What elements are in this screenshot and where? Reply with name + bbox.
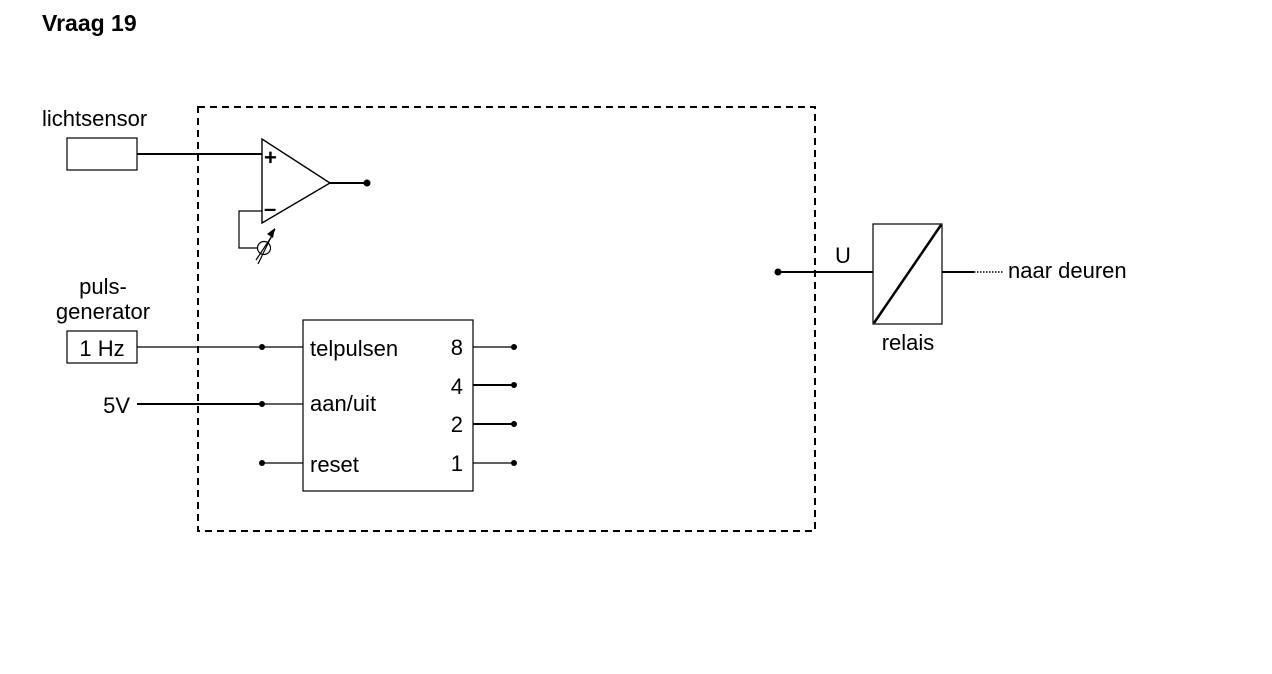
light-sensor-label: lichtsensor bbox=[42, 106, 147, 131]
question-title: Vraag 19 bbox=[42, 10, 137, 36]
voltage-u-label: U bbox=[835, 243, 851, 268]
counter-input-telpulsen: telpulsen bbox=[310, 336, 398, 361]
pulse-generator-label-2: generator bbox=[56, 299, 150, 324]
light-sensor-block bbox=[66, 137, 138, 171]
output-8-terminal bbox=[511, 344, 517, 350]
counter-input-reset: reset bbox=[310, 452, 359, 477]
processing-box bbox=[197, 106, 816, 532]
variable-resistor-symbol bbox=[256, 240, 272, 256]
output-4-terminal bbox=[511, 382, 517, 388]
comparator-plus-sign: + bbox=[264, 145, 277, 170]
counter-input-aan-uit: aan/uit bbox=[310, 391, 376, 416]
counter-output-2: 2 bbox=[451, 412, 463, 437]
relay-diagonal bbox=[872, 224, 943, 324]
relay-label: relais bbox=[882, 330, 935, 355]
variable-resistor-arrowhead bbox=[267, 228, 275, 238]
supply-label: 5V bbox=[103, 393, 130, 418]
comparator-minus-sign: – bbox=[264, 196, 276, 221]
reference-wire bbox=[238, 210, 262, 249]
pulse-frequency-label: 1 Hz bbox=[79, 336, 124, 361]
relay-block bbox=[872, 223, 943, 325]
counter-block bbox=[302, 319, 474, 492]
comparator-output-terminal bbox=[363, 179, 371, 187]
output-2-terminal bbox=[511, 421, 517, 427]
counter-output-4: 4 bbox=[451, 374, 463, 399]
comparator-symbol bbox=[261, 137, 332, 225]
counter-output-1: 1 bbox=[451, 451, 463, 476]
output-1-terminal bbox=[511, 460, 517, 466]
to-doors-label: naar deuren bbox=[1008, 258, 1127, 283]
counter-output-8: 8 bbox=[451, 335, 463, 360]
pulse-generator-label-1: puls- bbox=[79, 274, 127, 299]
